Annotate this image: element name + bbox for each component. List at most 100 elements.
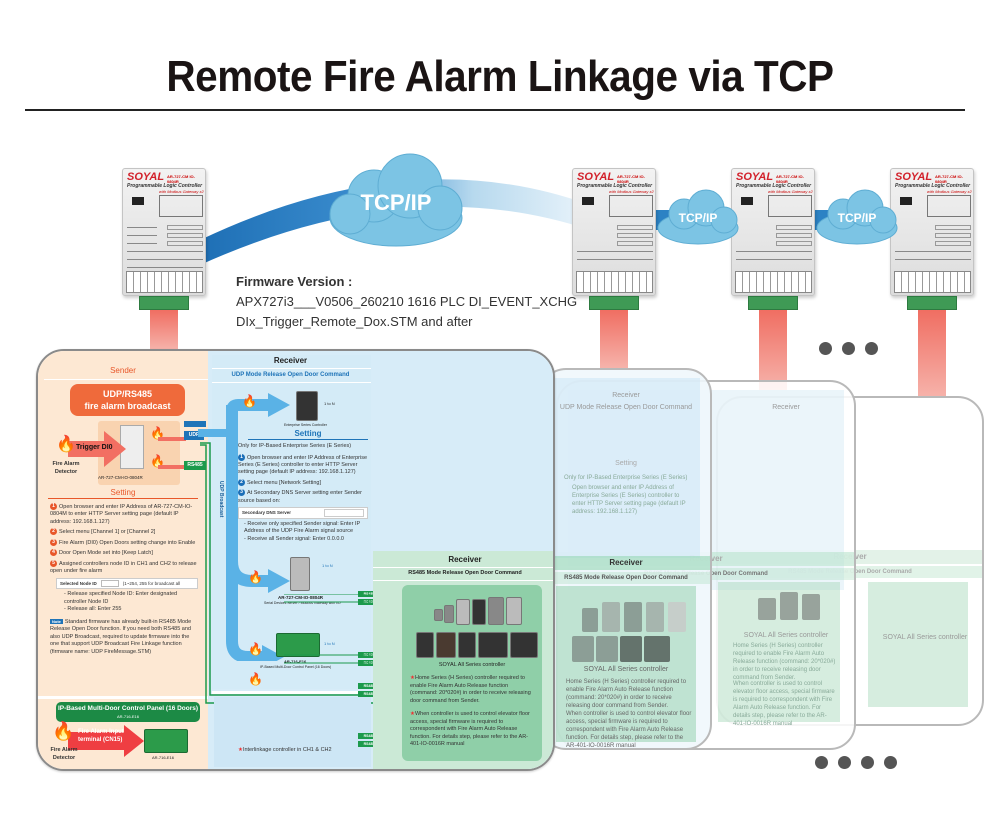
- fire-icon: 🔥: [150, 426, 165, 440]
- plc-subtitle2: with Modbus Gateway x2: [609, 189, 654, 194]
- node-id-label: Selected Node ID: [60, 580, 97, 586]
- ghost-note: When controller is used to control eleva…: [733, 681, 835, 727]
- ghost-receiver-subtitle: RS485 Mode Release Open Door Command: [542, 572, 710, 584]
- ghost-setting: Setting: [615, 460, 637, 467]
- ghost-keypad: [620, 636, 642, 662]
- cloud-icon: [329, 153, 463, 247]
- plc-terminal-block: [748, 296, 798, 310]
- plc-terminal-grid: [735, 271, 812, 293]
- tcpip-cloud-3: TCP/IP: [813, 188, 901, 248]
- node-id-hint: (1~254, 255 for broadcast all: [122, 580, 181, 586]
- dns-note: - Receive only specified Sender signal: …: [244, 520, 361, 535]
- plc-line: [127, 243, 157, 244]
- multi-door-panel-device: [144, 729, 188, 753]
- ghost-keypad: [644, 636, 670, 662]
- ghost-keypad: [572, 636, 594, 662]
- dns-input[interactable]: [324, 509, 364, 517]
- cloud-label: TCP/IP: [837, 211, 877, 225]
- plc-device-receiver-1: SOYAL AR-727-CM IO-0804R Programmable Lo…: [572, 168, 656, 296]
- controller-icon: [436, 632, 456, 658]
- plc-indicator: [776, 241, 812, 246]
- tcpip-cloud-main: TCP/IP: [322, 148, 470, 258]
- all-series-caption: SOYAL All Series controller: [438, 662, 506, 668]
- plc-subtitle: Programmable Logic Controller: [577, 183, 653, 189]
- arc-band: [200, 179, 590, 265]
- dns-field[interactable]: Secondary DNS Server: [238, 507, 368, 519]
- banner-line-2: fire alarm broadcast: [84, 401, 171, 411]
- ghost-caption: SOYAL All Series controller: [583, 666, 669, 673]
- interlinkage-footnote: ★Interlinkage controller in CH1 & CH2: [238, 747, 332, 755]
- fire-icon: 🔥: [248, 570, 263, 584]
- receiver-udp-section: Receiver UDP Mode Release Open Door Comm…: [198, 351, 553, 769]
- plc-model: AR-727-CM IO-0804R: [167, 174, 196, 184]
- tcpip-cloud-2: TCP/IP: [654, 188, 742, 248]
- receiver-panel-ghost-1: Receiver UDP Mode Release Open Door Comm…: [540, 368, 712, 750]
- cloud-label: TCP/IP: [678, 211, 718, 225]
- plc-display: [741, 197, 753, 205]
- sender-device-icon: [120, 425, 144, 469]
- plc-line: [127, 267, 203, 268]
- fire-icon: 🔥: [248, 672, 263, 686]
- ghost-note: When controller is used to control eleva…: [566, 711, 692, 749]
- plc-switch-diagram: [927, 195, 971, 217]
- plc-line: [895, 251, 971, 252]
- plc-terminal-block: [139, 296, 189, 310]
- one-to-n-label: 1 to N: [324, 641, 335, 646]
- connector-riser: [600, 310, 628, 368]
- dot: [815, 756, 828, 769]
- plc-terminal-grid: [894, 271, 971, 293]
- divider: [38, 696, 208, 699]
- step-number: 4: [50, 549, 57, 557]
- connector-riser: [759, 310, 787, 390]
- reader-icon: [444, 605, 454, 623]
- divider: [44, 379, 208, 380]
- ghost-keypad: [646, 602, 664, 632]
- step-number: 2: [50, 528, 57, 536]
- network-switch-icon: [184, 421, 206, 427]
- fire-icon: 🔥: [242, 394, 257, 408]
- rs485-note-1: ★Home Series (H Series) controller requi…: [410, 675, 536, 705]
- plc-subtitle2: with Modbus Gateway x2: [768, 189, 813, 194]
- plc-display: [900, 197, 912, 205]
- multi-door-panel-icon: [276, 633, 320, 657]
- sender-section: Sender UDP/RS485 fire alarm broadcast Tr…: [38, 351, 208, 769]
- star-icon: ★: [410, 675, 415, 681]
- reader-icon: [456, 599, 470, 625]
- plc-line: [736, 251, 812, 252]
- step-text: Assigned controllers node ID in CH1 and …: [50, 560, 197, 575]
- plc-line: [895, 259, 971, 260]
- detector-label: Fire Alarm Detector: [52, 461, 80, 475]
- one-to-n-label: 1 to N: [324, 401, 335, 406]
- sender-setting-title: Setting: [110, 488, 136, 497]
- divider: [212, 382, 371, 383]
- keypad-icon: [506, 597, 522, 625]
- ellipsis-bottom: [815, 756, 897, 769]
- node-id-input[interactable]: [100, 579, 119, 588]
- plc-terminal-grid: [126, 271, 203, 293]
- divider: [373, 580, 553, 581]
- step-text: Open browser and enter IP Address of AR-…: [50, 503, 193, 525]
- rs485-notes: ★Home Series (H Series) controller requi…: [410, 675, 536, 749]
- connector-riser: [918, 310, 946, 398]
- panel-receiver-area: [214, 697, 371, 767]
- node-id-field[interactable]: Selected Node ID (1~254, 255 for broadca…: [56, 577, 198, 590]
- plc-indicator: [617, 241, 653, 246]
- broadcast-banner: UDP/RS485 fire alarm broadcast: [70, 384, 185, 416]
- fire-icon: 🔥: [248, 642, 263, 656]
- ghost-title: Receiver: [612, 392, 640, 399]
- plc-line: [127, 251, 203, 252]
- plc-indicator: [935, 225, 971, 230]
- panel-trigger-label: Fire Alarm Input terminal (CN15): [78, 729, 124, 743]
- ghost-keypad: [758, 598, 776, 620]
- banner-line-1: UDP/RS485: [102, 389, 153, 399]
- keypad-icon: [472, 599, 486, 625]
- divider: [212, 368, 371, 369]
- step-text: At Secondary DNS Server setting enter Se…: [238, 490, 362, 504]
- plc-indicator: [935, 241, 971, 246]
- divider: [373, 567, 553, 568]
- plc-switch-diagram: [159, 195, 203, 217]
- node-note: - Release specified Node ID: Enter desig…: [64, 591, 178, 605]
